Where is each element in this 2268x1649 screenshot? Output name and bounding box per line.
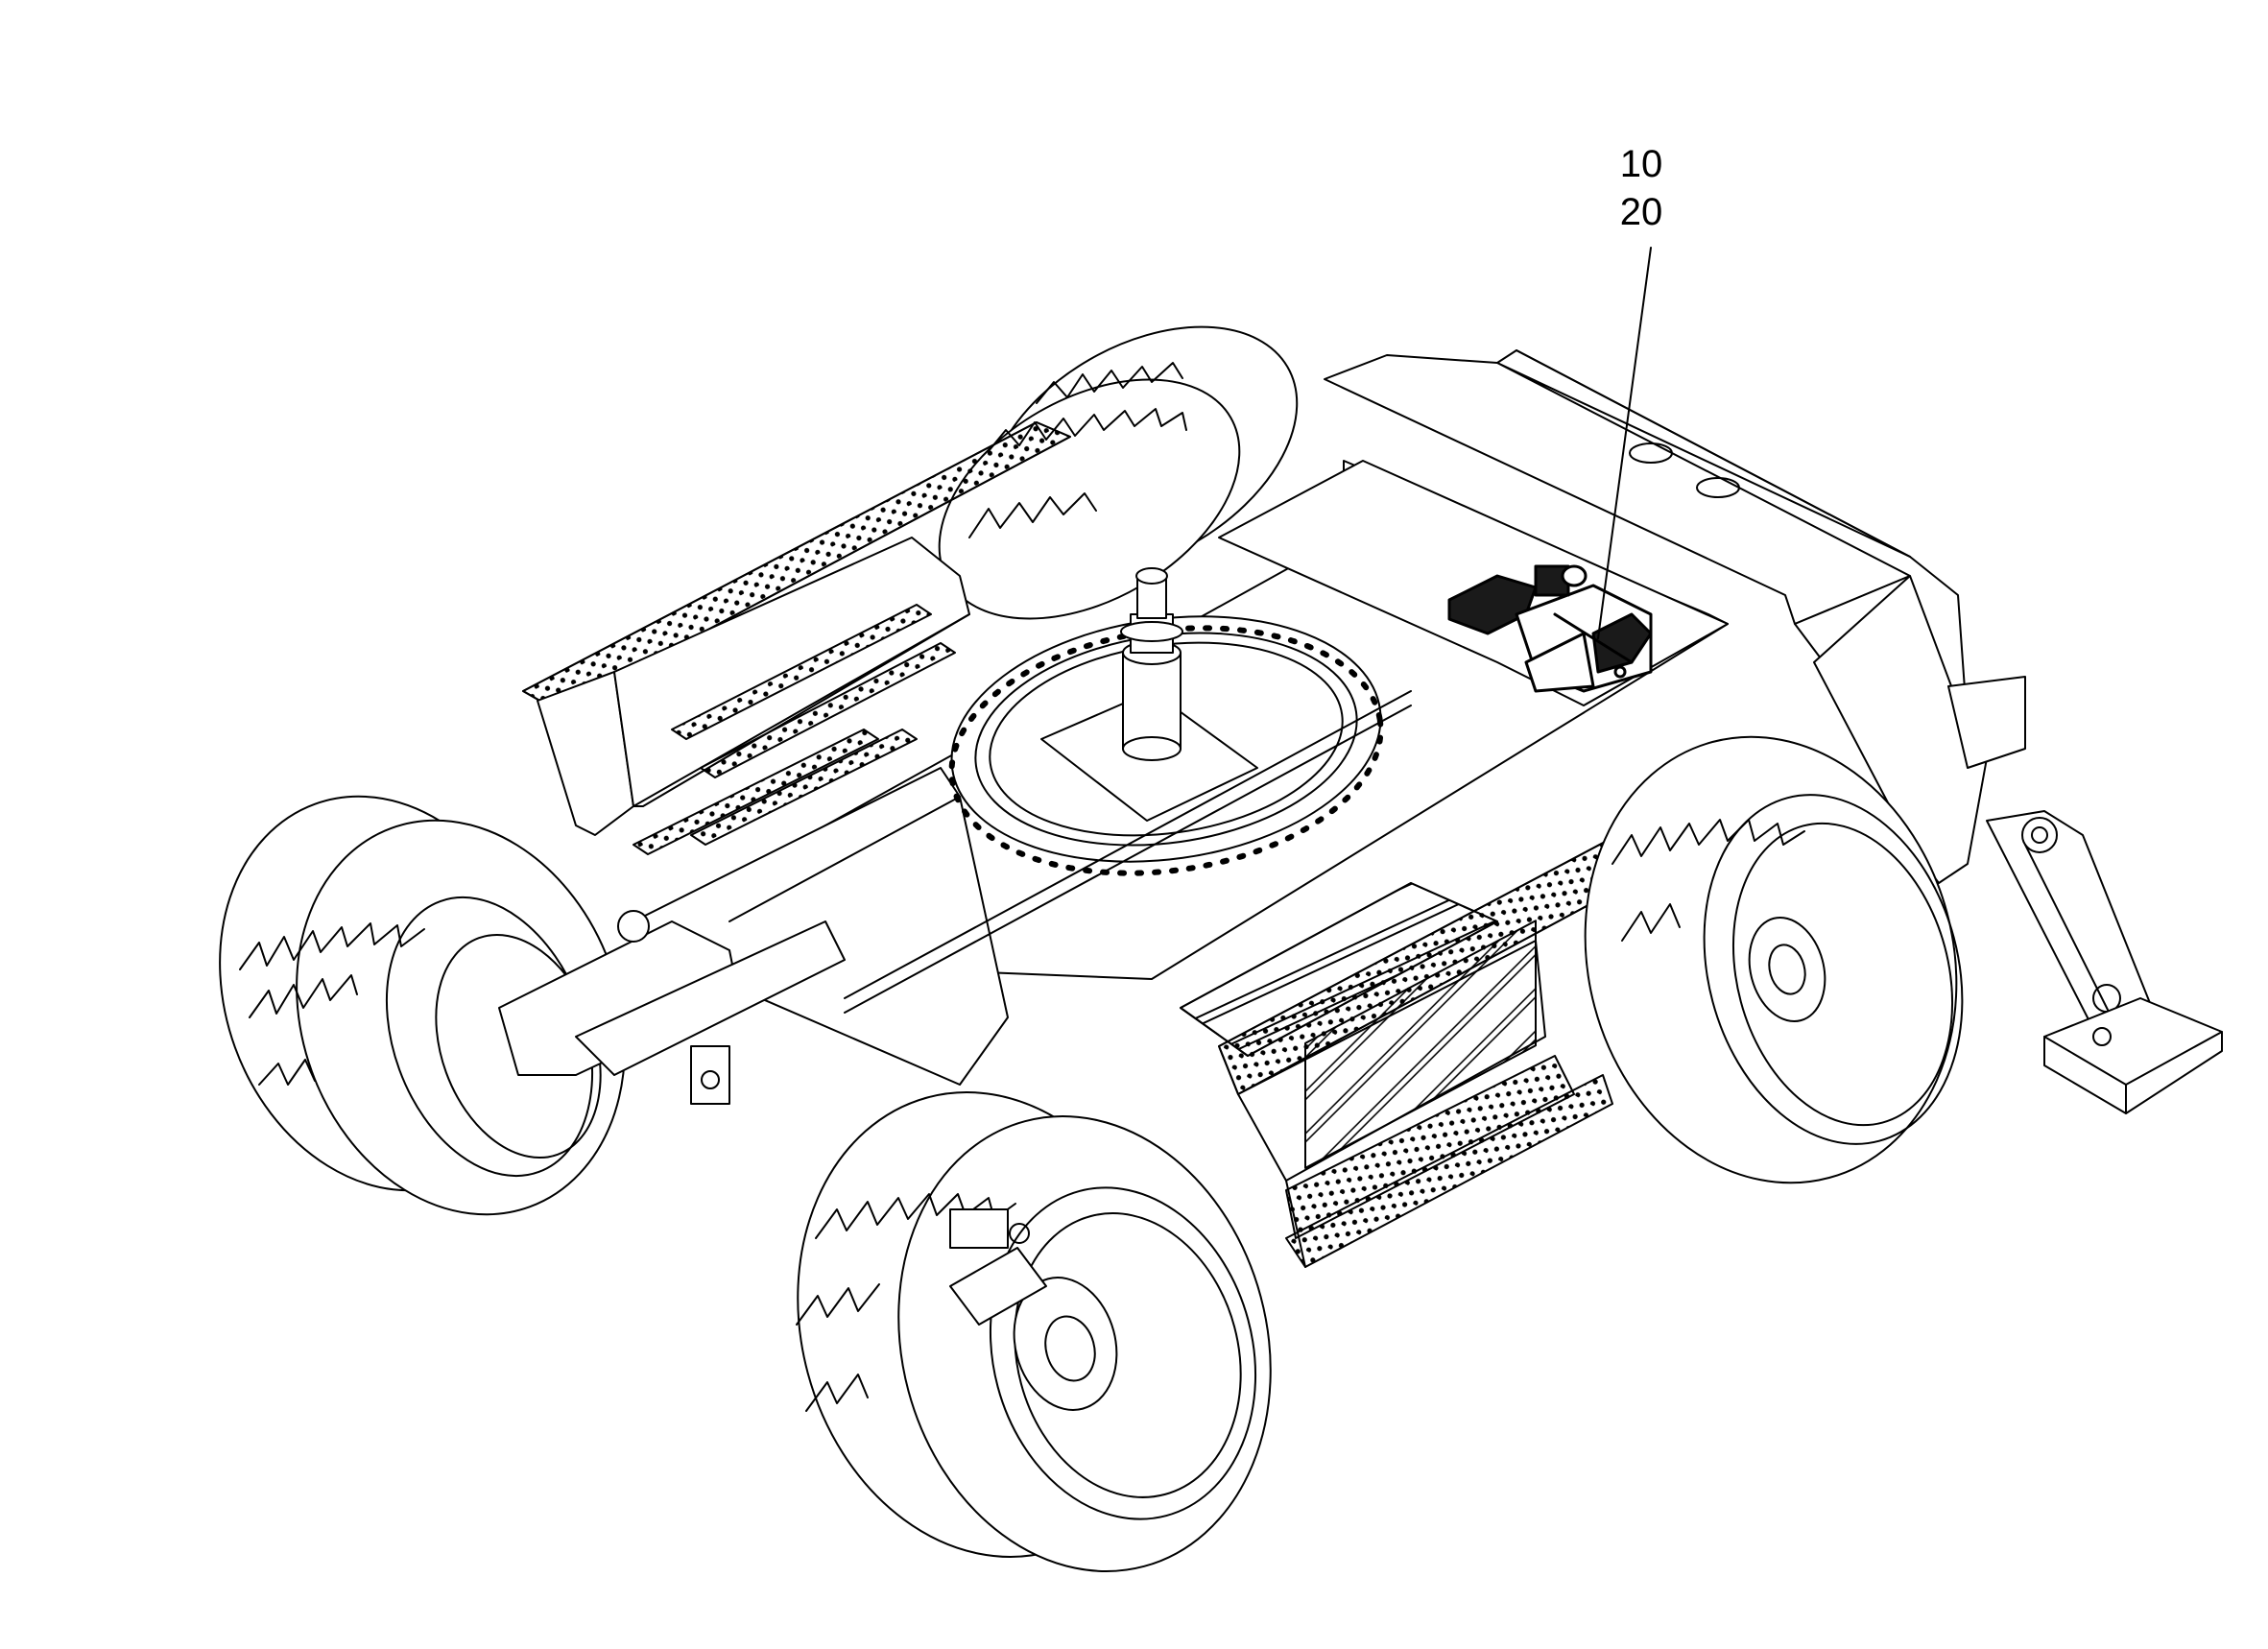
highlighted-sensor-bracket — [1449, 566, 1651, 691]
rear-right-tires — [1537, 695, 2006, 1225]
front-axle — [499, 911, 845, 1104]
drive-shaft — [845, 691, 1411, 998]
callout-leader-line — [1598, 248, 1651, 638]
rear-frame — [1325, 350, 2025, 883]
callout-label-20: 20 — [1619, 191, 1663, 233]
front-left-tires — [166, 750, 679, 1261]
stabilizer-leg — [1987, 811, 2222, 1113]
slew-ring — [936, 568, 1397, 899]
front-hub — [950, 1209, 1046, 1325]
front-right-tires — [747, 1049, 1320, 1613]
callout-label-10: 10 — [1619, 143, 1663, 185]
